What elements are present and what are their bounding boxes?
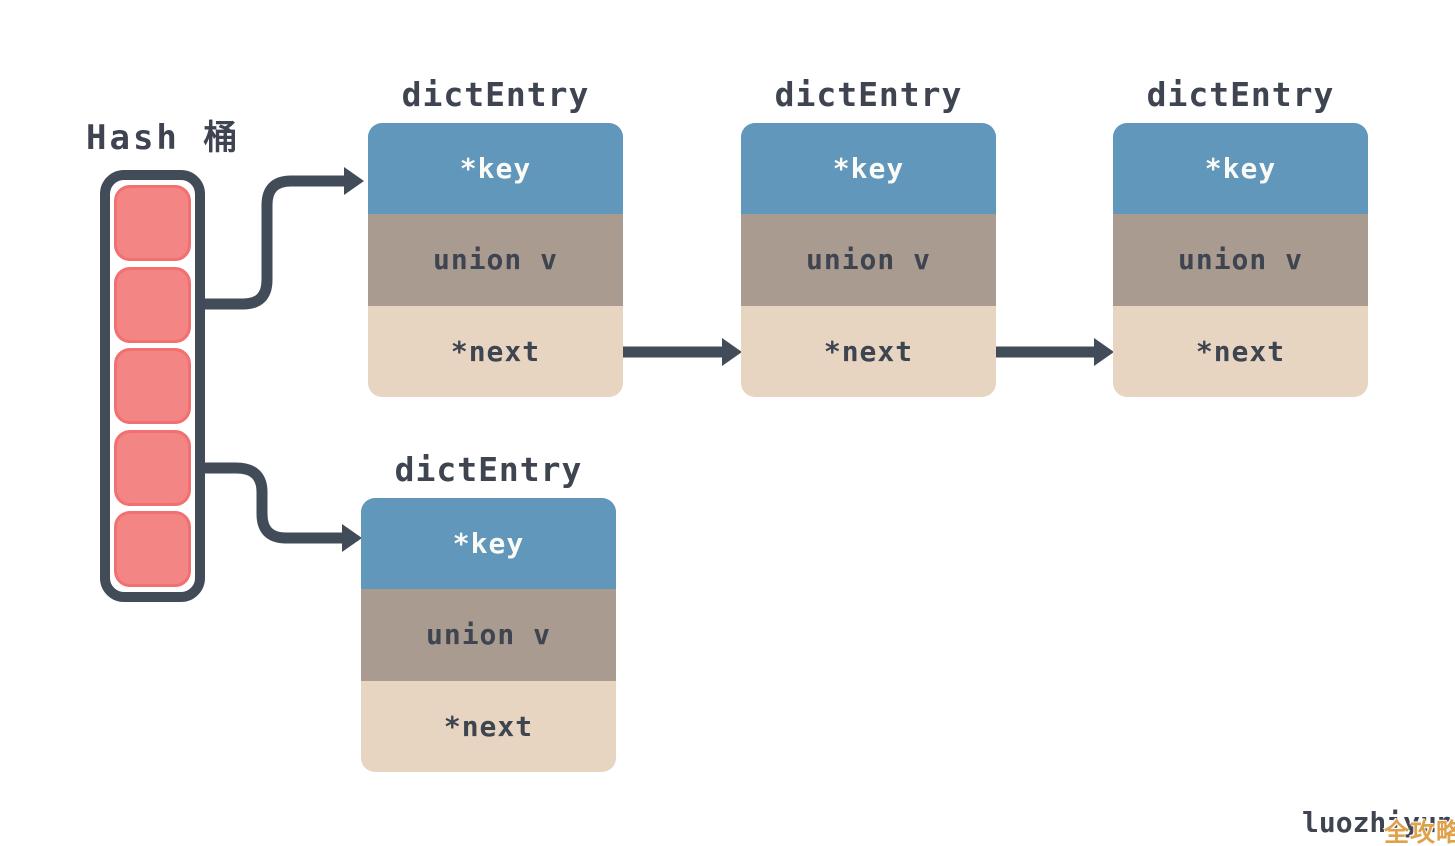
arrow-bucket-slot2-to-entry1	[186, 167, 364, 310]
watermark-overlay-text: 全攻略	[1384, 818, 1455, 846]
entry-box: *key union v *next	[361, 498, 616, 772]
bucket-slot-1	[114, 185, 191, 261]
entry-field-next: *next	[1113, 305, 1368, 397]
bucket-slot-4	[114, 429, 191, 506]
arrow-bucket-slot4-to-entry4	[186, 462, 362, 552]
arrow-entry2-next-to-entry3	[996, 338, 1114, 366]
arrow-entry1-next-to-entry2	[623, 338, 742, 366]
watermark: luozhiyun 全攻略	[1302, 806, 1455, 846]
entry-field-union: union v	[361, 589, 616, 681]
dict-entry-3: dictEntry *key union v *next	[1113, 75, 1368, 397]
dict-entry-1: dictEntry *key union v *next	[368, 75, 623, 397]
hash-bucket-label: Hash 桶	[86, 118, 241, 158]
dict-entry-2: dictEntry *key union v *next	[741, 75, 996, 397]
bucket-slot-3	[114, 348, 191, 424]
entry-title: dictEntry	[774, 75, 963, 114]
entry-title: dictEntry	[394, 450, 583, 489]
entry-field-union: union v	[741, 214, 996, 306]
watermark-author: luozhiyun	[1302, 806, 1454, 839]
hash-bucket	[100, 170, 205, 602]
entry-box: *key union v *next	[368, 123, 623, 397]
entry-field-next: *next	[361, 680, 616, 772]
dict-entry-4: dictEntry *key union v *next	[361, 450, 616, 772]
entry-box: *key union v *next	[1113, 123, 1368, 397]
entry-field-next: *next	[741, 305, 996, 397]
bucket-slot-2	[114, 266, 191, 343]
entry-field-key: *key	[368, 123, 623, 215]
entry-field-key: *key	[361, 498, 616, 590]
entry-field-union: union v	[368, 214, 623, 306]
entry-title: dictEntry	[1146, 75, 1335, 114]
entry-field-key: *key	[741, 123, 996, 215]
entry-field-union: union v	[1113, 214, 1368, 306]
entry-field-next: *next	[368, 305, 623, 397]
bucket-slot-5	[114, 511, 191, 587]
entry-box: *key union v *next	[741, 123, 996, 397]
entry-field-key: *key	[1113, 123, 1368, 215]
entry-title: dictEntry	[401, 75, 590, 114]
